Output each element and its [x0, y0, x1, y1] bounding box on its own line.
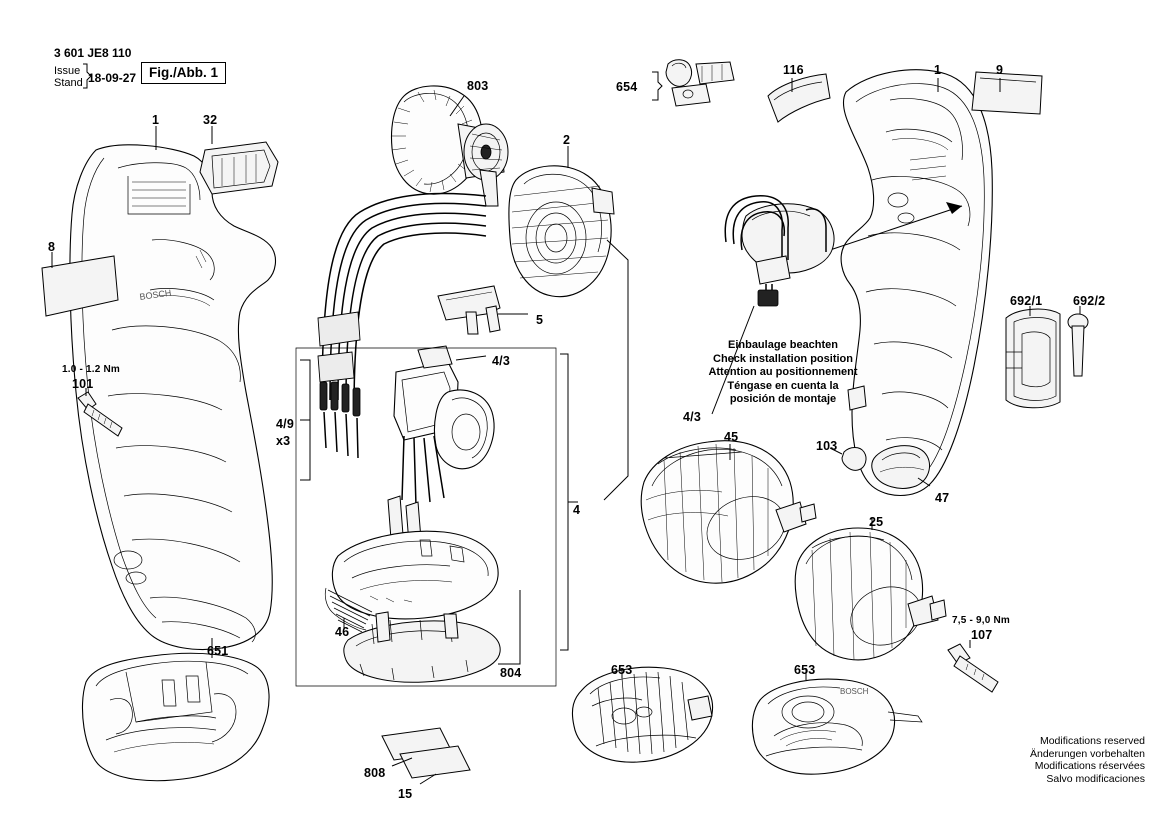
part-803-gear-assembly [390, 85, 509, 207]
part-653-charger-b: BOSCH [751, 678, 923, 775]
part-103-cap [841, 447, 867, 471]
part-651-battery [81, 652, 270, 782]
footer-line-4: Salvo modificaciones [1046, 772, 1145, 785]
part-45-chuck [640, 440, 817, 584]
callout-7-5---9-0-Nm: 7,5 - 9,0 Nm [952, 615, 1010, 626]
header-issue-label-en: Issue [54, 65, 81, 77]
note-line-4: Téngase en cuenta la [727, 379, 839, 392]
footer-line-2: Änderungen vorbehalten [1029, 747, 1145, 760]
callout-32: 32 [203, 113, 218, 127]
callout-4: 4 [573, 503, 581, 517]
part-808-15-pads [381, 727, 471, 779]
part-8 [41, 255, 119, 317]
svg-text:BOSCH: BOSCH [139, 288, 172, 302]
part-25-chuck [794, 527, 947, 661]
callout-653: 653 [611, 663, 633, 677]
note-line-3: Attention au positionnement [708, 366, 858, 378]
footer-line-3: Modifications réservées [1034, 760, 1145, 772]
callout-808: 808 [364, 766, 386, 780]
part-107-screw [947, 643, 999, 693]
part-654 [665, 59, 735, 107]
note-line-1: Einbaulage beachten [727, 339, 839, 351]
header-issue-label-de: Stand [54, 77, 83, 89]
part-653-charger-a [571, 666, 714, 763]
part-692-2-pin [1067, 313, 1089, 377]
callout-103: 103 [816, 439, 838, 453]
installation-note: Einbaulage beachten Check installation p… [688, 339, 878, 407]
callout-9: 9 [996, 63, 1004, 77]
callout-803: 803 [467, 79, 489, 93]
callout-651: 651 [207, 644, 229, 658]
footer-line-1: Modifications reserved [1039, 735, 1145, 747]
callout-4-3: 4/3 [492, 354, 510, 368]
callout-692-2: 692/2 [1073, 294, 1106, 308]
svg-text:BOSCH: BOSCH [840, 687, 869, 696]
note-line-5: posición de montaje [729, 393, 837, 405]
part-5-contact [437, 285, 501, 335]
part-4-3-switch [387, 345, 495, 557]
part-47-button [871, 445, 931, 489]
callout-25: 25 [869, 515, 884, 529]
callout-654: 654 [616, 80, 638, 94]
part-4-pcb [331, 530, 501, 683]
part-692-1-clip [1005, 308, 1061, 409]
callout-1-0---1-2-Nm: 1.0 - 1.2 Nm [62, 364, 120, 375]
callout-45: 45 [724, 430, 739, 444]
part-housing-right [840, 69, 993, 496]
callout-1: 1 [934, 63, 942, 77]
footer-disclaimer: Modifications reserved Änderungen vorbeh… [1030, 735, 1145, 785]
callout-692-1: 692/1 [1010, 294, 1043, 308]
part-101-screw [77, 391, 123, 437]
callout-15: 15 [398, 787, 413, 801]
part-116 [767, 73, 831, 123]
header-issue-date: 18-09-27 [88, 71, 137, 85]
callout-5: 5 [536, 313, 544, 327]
part-housing-left: BOSCH [69, 144, 277, 651]
part-46-spring [324, 587, 373, 633]
callout-4-9: 4/9 [276, 417, 294, 431]
figure-label: Fig./Abb. 1 [141, 62, 226, 84]
callout-107: 107 [971, 628, 993, 642]
callout-46: 46 [335, 625, 350, 639]
note-line-2: Check installation position [713, 352, 853, 365]
callout-47: 47 [935, 491, 950, 505]
part-4-9-wire-harness [300, 192, 487, 481]
callout-101: 101 [72, 377, 94, 391]
callout-653: 653 [794, 663, 816, 677]
header-part-number: 3 601 JE8 110 [54, 46, 132, 60]
callout-1: 1 [152, 113, 160, 127]
detail-4-3 [724, 195, 835, 307]
part-9 [971, 71, 1043, 115]
callout-8: 8 [48, 240, 56, 254]
callout-2: 2 [563, 133, 571, 147]
callout-x3: x3 [276, 434, 291, 448]
callout-804: 804 [500, 666, 522, 680]
part-32 [199, 141, 279, 195]
callout-116: 116 [783, 63, 804, 77]
part-2-motor [508, 165, 615, 298]
callout-4-3: 4/3 [683, 410, 701, 424]
